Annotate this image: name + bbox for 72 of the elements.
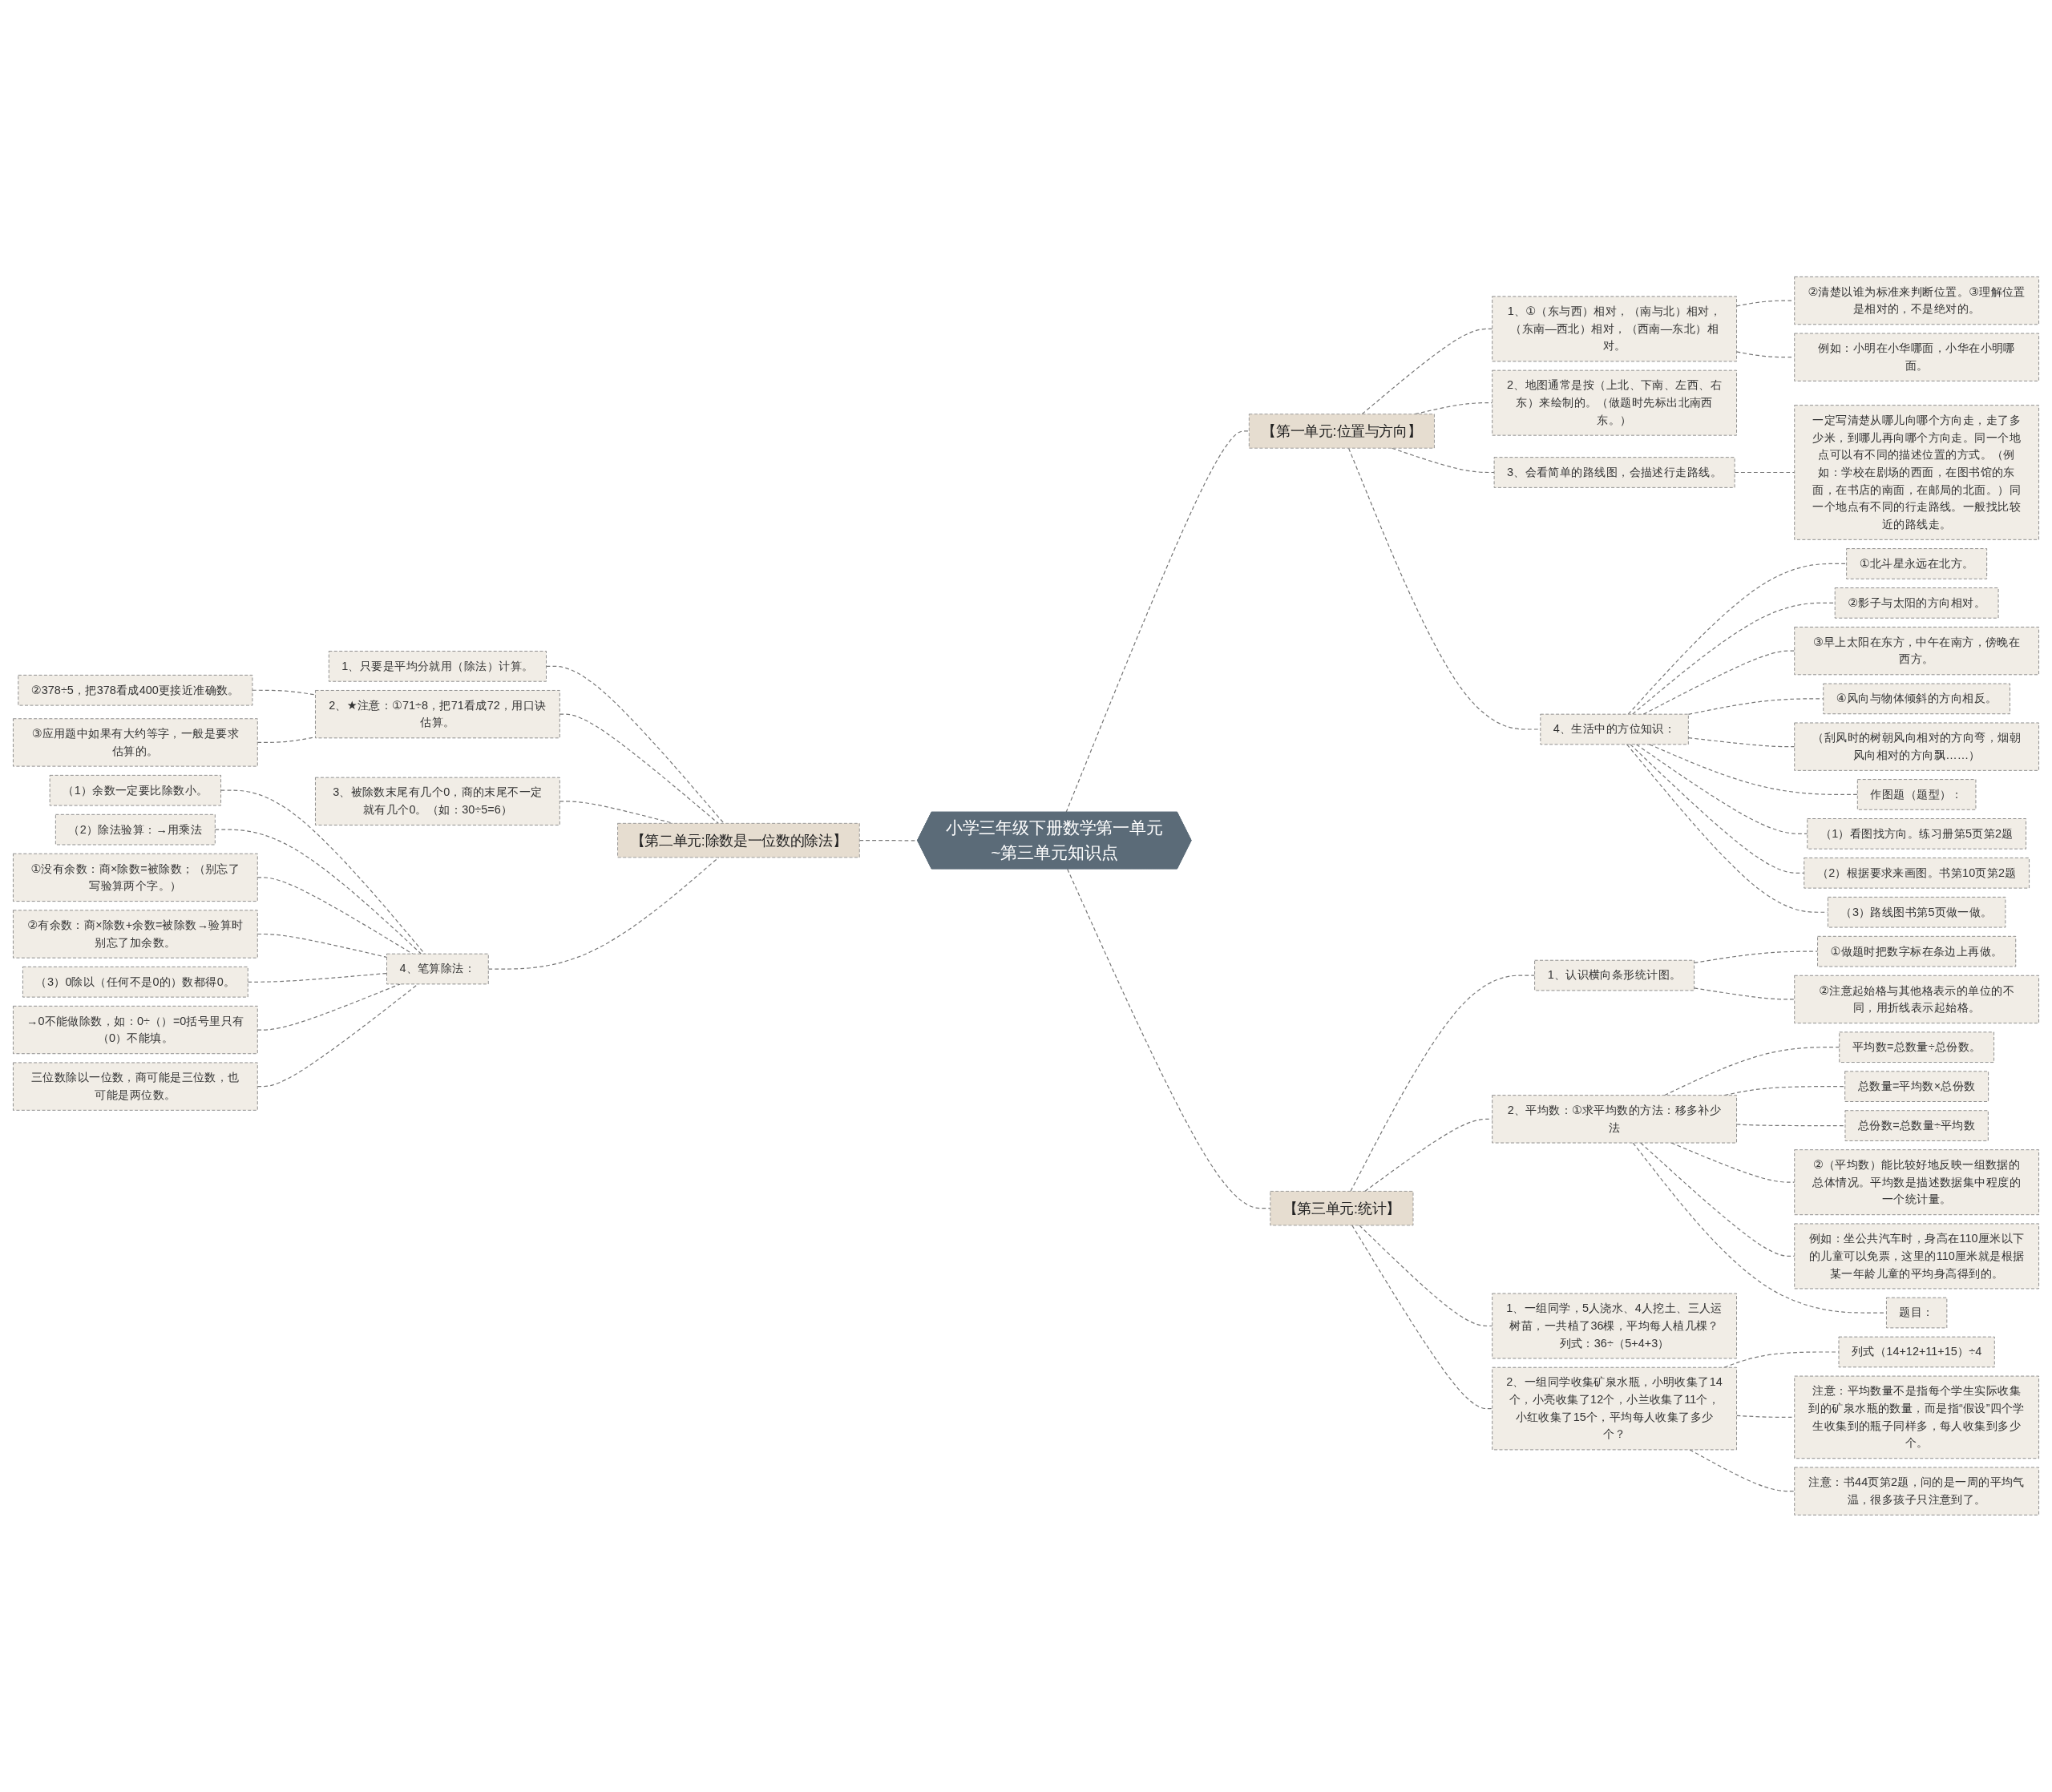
connector bbox=[1640, 1142, 1796, 1257]
node-box: ②有余数：商×除数+余数=被除数→验算时别忘了加余数。 bbox=[13, 910, 258, 959]
node-box: 3、被除数末尾有几个0，商的末尾不一定就有几个0。（如：30÷5=6） bbox=[315, 777, 560, 826]
node-box: 【第二单元:除数是一位数的除法】 bbox=[617, 823, 860, 858]
node-box: （3）0除以（任何不是0的）数都得0。 bbox=[22, 967, 248, 998]
node-box: 2、平均数：①求平均数的方法：移多补少法 bbox=[1492, 1095, 1737, 1144]
node-box: ②影子与太阳的方向相对。 bbox=[1834, 587, 1999, 619]
node-box: ②378÷5，把378看成400更接近准确数。 bbox=[18, 675, 253, 706]
node-box: ①北斗星永远在北方。 bbox=[1846, 548, 1988, 579]
connector bbox=[1632, 602, 1836, 715]
connector bbox=[220, 789, 426, 955]
node-box: 例如：小明在小华哪面，小华在小明哪面。 bbox=[1794, 333, 2039, 381]
node-box: 1、一组同学，5人浇水、4人挖土、三人运树苗，一共植了36棵，平均每人植几棵？列式：36÷（5+4+3） bbox=[1492, 1293, 1737, 1359]
connector bbox=[1359, 1225, 1493, 1327]
node-box: 3、会看简单的路线图，会描述行走路线。 bbox=[1493, 457, 1735, 488]
node-box: ③早上太阳在东方，中午在南方，傍晚在西方。 bbox=[1794, 627, 2039, 676]
node-box: 2、★注意：①71÷8，把71看成72，用口诀估算。 bbox=[315, 690, 560, 739]
node-box: （刮风时的树朝风向相对的方向弯，烟朝风向相对的方向飘……） bbox=[1794, 722, 2039, 771]
node-box: 总数量=平均数×总份数 bbox=[1844, 1071, 1989, 1102]
connector bbox=[1630, 744, 1805, 874]
connector bbox=[1735, 1124, 1846, 1127]
connector bbox=[1350, 975, 1536, 1193]
node-box: （3）路线图书第5页做一做。 bbox=[1828, 897, 2006, 928]
connector bbox=[559, 713, 719, 825]
node-box: 【第一单元:位置与方向】 bbox=[1248, 414, 1435, 449]
connector bbox=[1642, 650, 1796, 715]
node-box: 一定写清楚从哪儿向哪个方向走，走了多少米，到哪儿再向哪个方向走。同一个地点可以有不同的描述位置的方式。（例如：学校在剧场的西面，在图书馆的东面，在书店的南面，在邮局的北面。）同一个地点有不同的行走路线。一般找比较近的路线走。 bbox=[1794, 405, 2039, 540]
node-box: 4、生活中的方位知识： bbox=[1540, 713, 1689, 745]
connector bbox=[1065, 430, 1250, 813]
connector bbox=[1067, 868, 1271, 1209]
node-box: （1）余数一定要比除数小。 bbox=[49, 775, 221, 806]
connector bbox=[1635, 744, 1808, 835]
connector bbox=[1694, 950, 1819, 963]
connector bbox=[1627, 563, 1848, 715]
node-box: ①没有余数：商×除数=被除数；（别忘了写验算两个字。） bbox=[13, 853, 258, 902]
node-box: 4、笔算除法： bbox=[386, 953, 489, 985]
node-box: 平均数=总数量÷总份数。 bbox=[1839, 1031, 1994, 1063]
node-box: ②（平均数）能比较好地反映一组数据的总体情况。平均数是描述数据集中程度的一个统计量。 bbox=[1794, 1149, 2039, 1216]
node-box: 题目： bbox=[1886, 1297, 1948, 1329]
node-box: 【第三单元:统计】 bbox=[1270, 1191, 1414, 1226]
connector bbox=[214, 829, 422, 955]
connector bbox=[247, 973, 388, 983]
node-box: 2、一组同学收集矿泉水瓶，小明收集了14个，小亮收集了12个，小兰收集了11个，小红收集了15个，平均每人收集了多少个？ bbox=[1492, 1366, 1737, 1451]
connector bbox=[1351, 1225, 1493, 1410]
node-box: ②注意起始格与其他格表示的单位的不同，用折线表示起始格。 bbox=[1794, 975, 2039, 1024]
node-box: ②清楚以谁为标准来判断位置。③理解位置是相对的，不是绝对的。 bbox=[1794, 276, 2039, 325]
node-box: 注意：书44页第2题，问的是一周的平均气温，很多孩子只注意到了。 bbox=[1794, 1467, 2039, 1516]
node-box: ④风向与物体倾斜的方向相反。 bbox=[1823, 683, 2010, 715]
node-box: ①做题时把数字标在条边上再做。 bbox=[1817, 936, 2017, 967]
node-box: 1、①（东与西）相对，（南与北）相对，（东南—西北）相对，（西南—东北）相对。 bbox=[1492, 296, 1737, 362]
connector bbox=[256, 934, 388, 959]
node-box: （2）根据要求来画图。书第10页第2题 bbox=[1804, 858, 2030, 889]
connector bbox=[1687, 737, 1796, 748]
connector bbox=[1361, 328, 1493, 415]
connector bbox=[1689, 1449, 1796, 1492]
node-box: 1、认识横向条形统计图。 bbox=[1534, 959, 1695, 991]
node-box: 2、地图通常是按（上北、下南、左西、右东）来绘制的。（做题时先标出北南西东。） bbox=[1492, 369, 1737, 436]
node-box: 1、只要是平均分就用（除法）计算。 bbox=[328, 651, 547, 682]
node-box: 总份数=总数量÷平均数 bbox=[1844, 1110, 1989, 1141]
connector bbox=[256, 737, 317, 744]
node-box: 作图题（题型）： bbox=[1856, 779, 1977, 810]
node-box: 例如：坐公共汽车时，身高在110厘米以下的儿童可以免票，这里的110厘米就是根据某一年龄儿童的平均身高得到的。 bbox=[1794, 1223, 2039, 1290]
connector bbox=[545, 665, 725, 825]
node-box: →0不能做除数，如：0÷（）=0括号里只有（0）不能填。 bbox=[13, 1006, 258, 1055]
node-box: （1）看图找方向。练习册第5页第2题 bbox=[1807, 818, 2026, 850]
node-box: 注意：平均数量不是指每个学生实际收集到的矿泉水瓶的数量，而是指“假设”四个学生收集到的瓶子同样多，每人收集到多少个。 bbox=[1794, 1375, 2039, 1459]
node-box: （2）除法验算：→用乘法 bbox=[55, 814, 216, 846]
node-box: 三位数除以一位数，商可能是三位数，也可能是两位数。 bbox=[13, 1062, 258, 1111]
node-box: ③应用题中如果有大约等字，一般是要求估算的。 bbox=[13, 718, 258, 767]
connector bbox=[1734, 472, 1796, 474]
connector bbox=[1694, 987, 1796, 1000]
node-box: 列式（14+12+11+15）÷4 bbox=[1838, 1336, 1995, 1368]
